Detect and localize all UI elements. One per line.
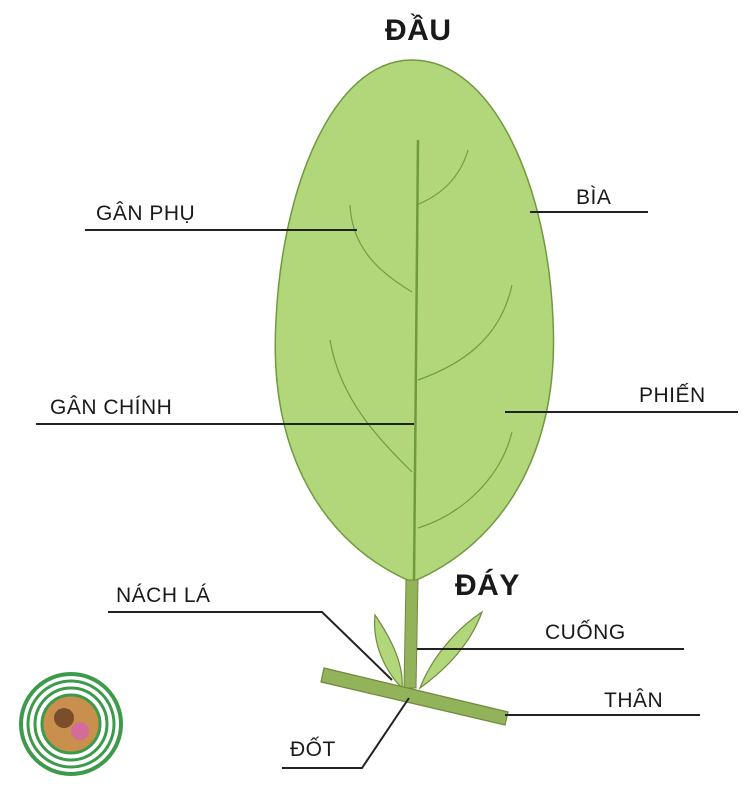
label-nach-la: NÁCH LÁ bbox=[116, 584, 211, 608]
spiral-logo-icon bbox=[21, 674, 121, 774]
label-phien: PHIẾN bbox=[639, 384, 706, 408]
label-bia: BÌA bbox=[576, 186, 611, 210]
label-dau: ĐẦU bbox=[385, 14, 452, 48]
label-day: ĐÁY bbox=[455, 569, 520, 603]
label-gan-phu: GÂN PHỤ bbox=[96, 202, 195, 226]
label-dot: ĐỐT bbox=[290, 738, 336, 762]
leader-nach-la bbox=[108, 612, 392, 680]
label-than: THÂN bbox=[604, 689, 663, 713]
label-gan-chinh: GÂN CHÍNH bbox=[50, 396, 172, 420]
label-cuong: CUỐNG bbox=[545, 621, 626, 645]
petiole bbox=[404, 580, 418, 688]
